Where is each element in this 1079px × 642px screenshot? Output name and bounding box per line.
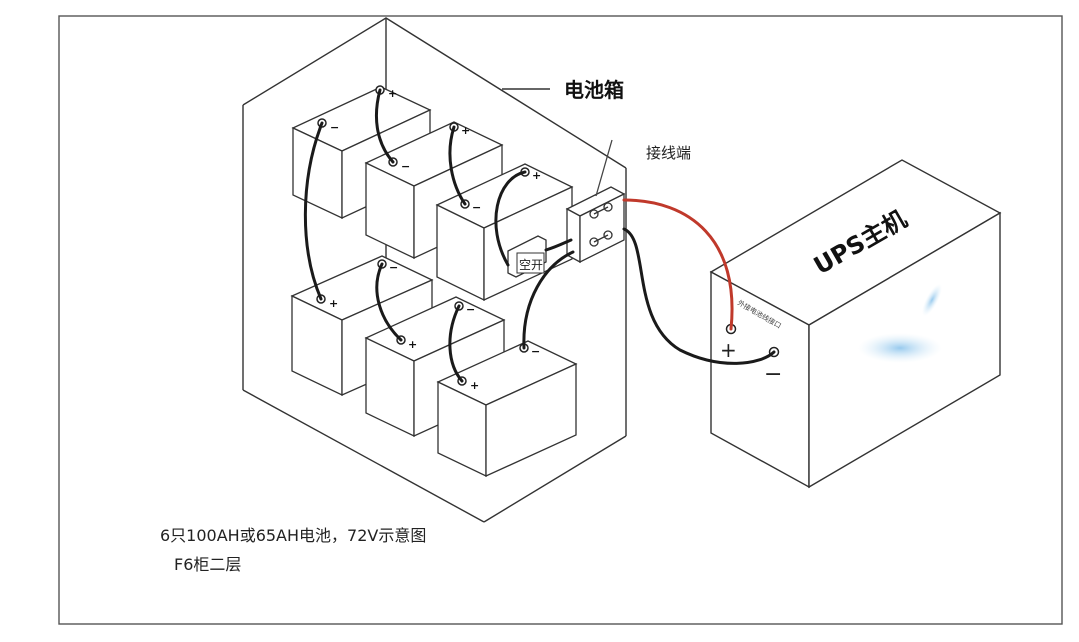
svg-text:+: + [388,87,397,100]
ups-smudge [858,333,942,363]
positive-cable [622,198,734,331]
svg-text:−: − [389,261,398,274]
cables [303,88,776,383]
svg-text:+: + [461,124,470,137]
ups-main-unit [709,159,1002,489]
svg-text:+: + [329,297,338,310]
caption-line-2: F6柜二层 [174,555,242,574]
terminal-label: 接线端 [646,144,692,162]
ups-plus-sign: + [720,338,737,362]
circuit-breaker: 空开 [507,235,547,278]
battery-group [290,86,578,478]
circuit-breaker-label: 空开 [519,258,543,272]
svg-text:+: + [532,169,541,182]
svg-text:−: − [466,303,475,316]
terminal-block [565,139,626,264]
outer-frame [58,15,1063,625]
ups-minus-sign: − [764,362,782,387]
ups-smudge-small [922,283,942,317]
battery-bottom-right [436,340,578,478]
svg-text:−: − [531,345,540,358]
battery-box-label: 电池箱 [564,78,624,102]
caption-line-1: 6只100AH或65AH电池，72V示意图 [160,526,427,545]
battery-polarity-marks: − + − + − + + − + − + − [329,87,541,392]
svg-text:−: − [472,201,481,214]
svg-text:+: + [470,379,479,392]
svg-text:−: − [401,160,410,173]
svg-text:−: − [330,121,339,134]
svg-text:+: + [408,338,417,351]
